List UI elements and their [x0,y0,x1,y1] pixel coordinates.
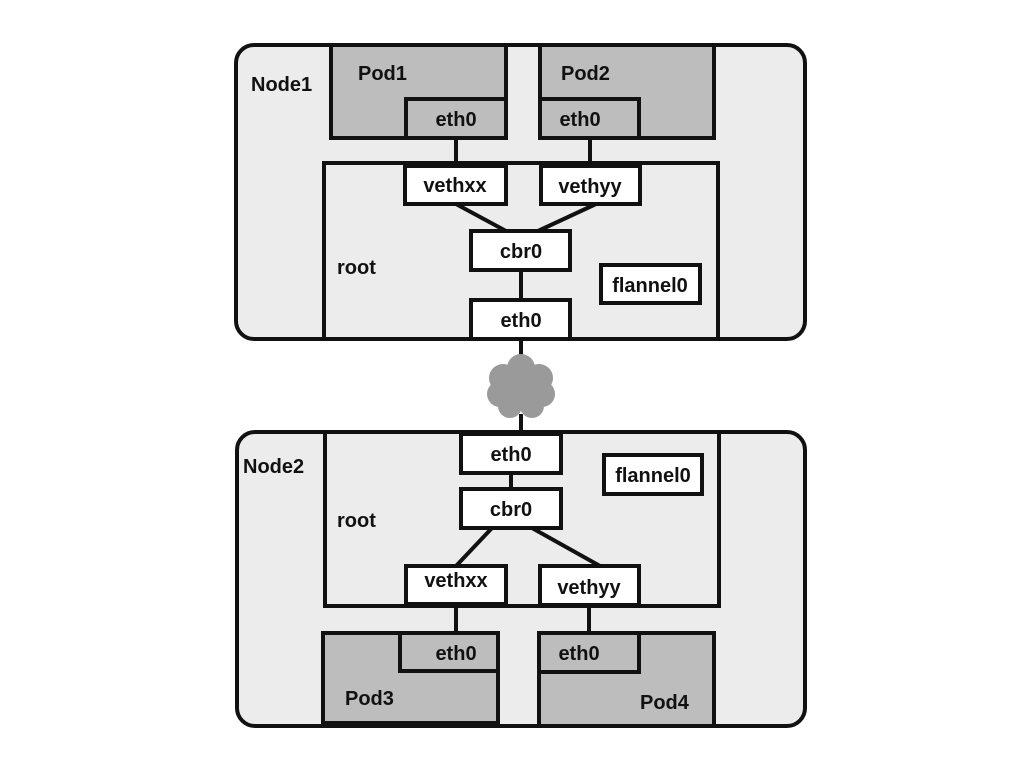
node1-root-label: root [337,257,376,279]
node2-vethyy [538,564,641,607]
node2-flannel0-label: flannel0 [615,465,691,487]
pod2-eth0-label: eth0 [559,109,600,131]
node2-root: root eth0 flannel0 cbr0 vethxx vethyy [323,430,721,635]
cloud-icon [487,354,555,418]
node2-label: Node2 [243,456,304,478]
node2-wire-cbr0-vethxx [454,526,494,568]
node1-root: root vethxx vethyy cbr0 flannel0 eth0 [322,138,720,341]
node1: Node1 Pod1 eth0 Pod2 eth0 root veth [234,43,807,341]
node2-pod3: eth0 Pod3 [321,631,500,725]
node1-vethyy-label: vethyy [558,176,622,198]
pod3-eth0 [398,631,500,673]
pod1-eth0 [404,97,508,140]
node2-vethxx [404,564,508,606]
node2-vethxx-label: vethxx [424,570,487,592]
node1-flannel0-label: flannel0 [612,275,688,297]
node1-pod2: Pod2 eth0 [538,43,716,140]
node1-vethyy [539,164,642,206]
node2-eth0 [459,432,563,475]
node1-eth0-label: eth0 [500,310,541,332]
node1-vethxx-label: vethxx [423,175,486,197]
node2-cbr0 [459,487,563,530]
node1-label: Node1 [251,74,312,96]
node1-wire-vethyy-cbr0 [537,202,597,233]
node2: Node2 root eth0 flannel0 cbr0 vethxx vet… [235,430,807,728]
pod4-eth0 [537,631,641,674]
node2-vethyy-label: vethyy [557,577,621,599]
node2-cbr0-label: cbr0 [490,499,532,521]
pod1-label: Pod1 [358,63,407,85]
node1-cbr0-label: cbr0 [500,241,542,263]
pod4-label: Pod4 [640,692,690,714]
node1-vethxx [403,164,508,206]
node2-pod4: eth0 Pod4 [537,631,716,728]
node1-cbr0 [469,229,572,272]
node2-wire-cbr0-vethyy [531,526,601,568]
node1-wire-vethxx-cbr0 [455,202,507,233]
node1-flannel0 [599,263,702,305]
node2-root-label: root [337,510,376,532]
pod2-label: Pod2 [561,63,610,85]
pod4-eth0-label: eth0 [558,643,599,665]
node2-eth0-label: eth0 [490,444,531,466]
pod1-eth0-label: eth0 [435,109,476,131]
pod3-eth0-label: eth0 [435,643,476,665]
node2-flannel0 [602,453,704,496]
node1-eth0 [469,298,572,341]
pod3-label: Pod3 [345,688,394,710]
node1-pod1: Pod1 eth0 [329,43,508,140]
